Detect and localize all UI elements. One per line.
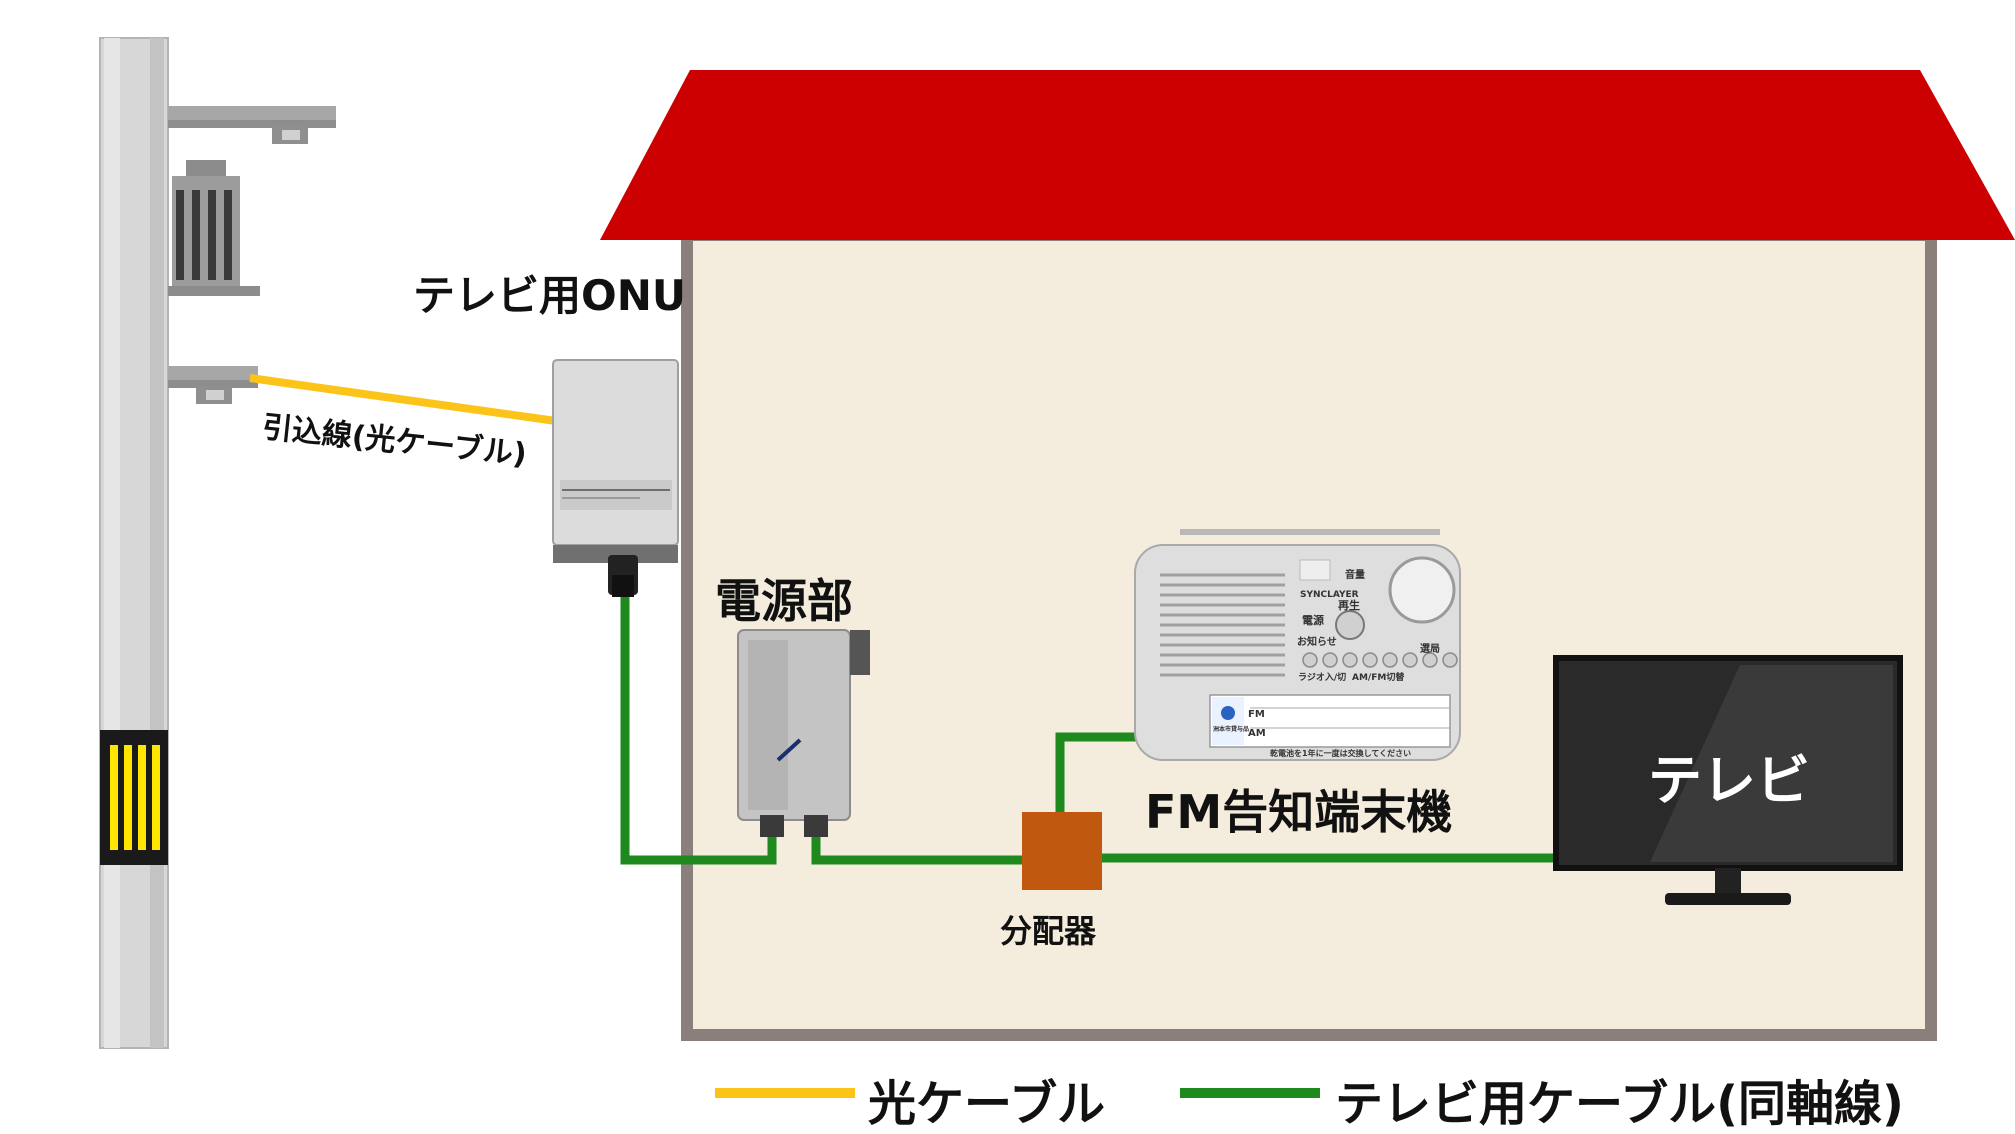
radio-play-label: 再生 bbox=[1338, 599, 1360, 612]
radio-band-fm: FM bbox=[1248, 709, 1265, 720]
radio-city-label: 洲本市貸与品 bbox=[1213, 726, 1250, 733]
splitter bbox=[1022, 812, 1102, 890]
power-unit bbox=[737, 629, 870, 837]
radio-select-label: 選局 bbox=[1420, 644, 1440, 655]
label-onu: テレビ用ONU bbox=[413, 271, 686, 320]
label-fm-terminal: FM告知端末機 bbox=[1145, 785, 1453, 839]
onu-device bbox=[552, 359, 679, 597]
legend-coax-label: テレビ用ケーブル(同軸線) bbox=[1335, 1076, 1904, 1132]
coax-splitter-to-radio bbox=[1055, 732, 1140, 812]
radio-input-label: ラジオ入/切 bbox=[1298, 673, 1347, 683]
radio-power-label: 電源 bbox=[1302, 614, 1324, 627]
fm-radio bbox=[1134, 529, 1461, 761]
label-splitter: 分配器 bbox=[1000, 912, 1097, 950]
radio-brand: SYNCLAYER bbox=[1300, 590, 1359, 600]
speaker-grille bbox=[1160, 573, 1285, 677]
transformer bbox=[168, 160, 260, 296]
house-roof bbox=[600, 70, 2015, 240]
coax-onu-to-power bbox=[620, 585, 777, 865]
legend-optical-label: 光ケーブル bbox=[868, 1076, 1106, 1132]
pole-arm-upper bbox=[168, 106, 336, 144]
play-button bbox=[1335, 610, 1365, 640]
pole-arm-lower bbox=[168, 366, 258, 404]
tv bbox=[1553, 655, 1903, 905]
house bbox=[600, 70, 2015, 1041]
label-tv: テレビ bbox=[1648, 749, 1810, 812]
utility-pole bbox=[99, 37, 336, 1049]
pole-marker bbox=[100, 730, 168, 865]
volume-knob bbox=[1388, 556, 1456, 624]
radio-notice-label: お知らせ bbox=[1297, 637, 1337, 648]
label-power-unit: 電源部 bbox=[715, 574, 853, 628]
radio-battery-note: 乾電池を1年に一度は交換してください bbox=[1270, 749, 1412, 758]
radio-band-am: AM bbox=[1248, 728, 1266, 739]
drop-cable-optical bbox=[249, 374, 557, 425]
radio-amfm-label: AM/FM切替 bbox=[1352, 673, 1405, 683]
radio-volume-label: 音量 bbox=[1345, 570, 1365, 581]
